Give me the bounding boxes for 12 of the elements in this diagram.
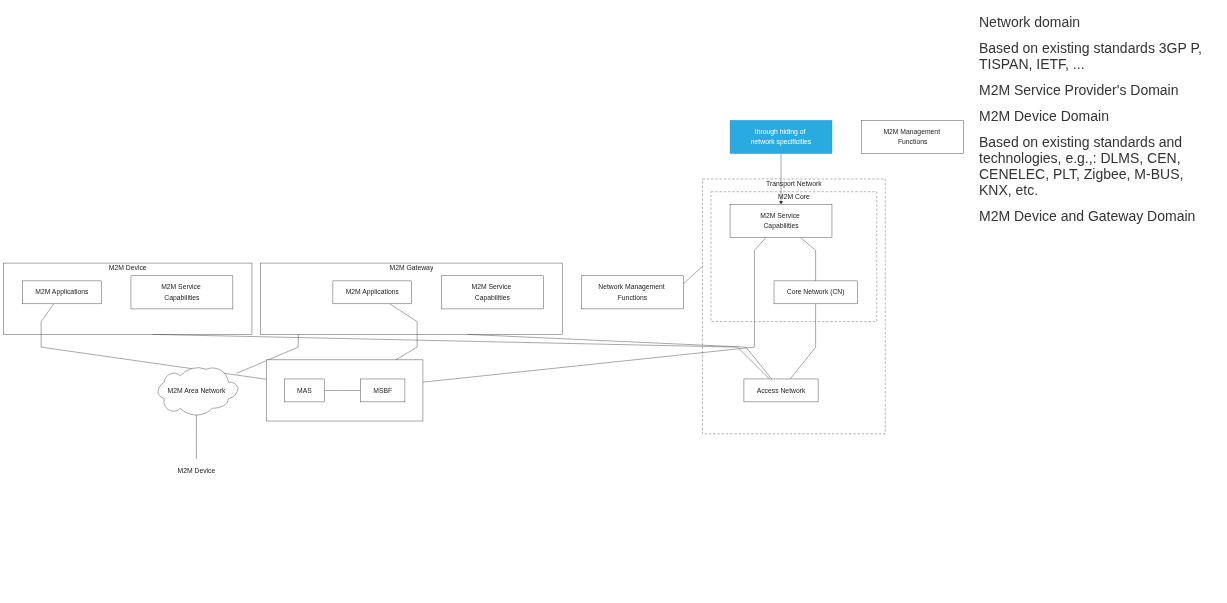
note-text: Based on existing standards 3GP P, TISPAN, IETF, ... bbox=[979, 40, 1203, 72]
note-text: Network domain bbox=[979, 14, 1082, 30]
note-text: M2M Device and Gateway Domain bbox=[979, 208, 1197, 224]
connector bbox=[236, 334, 299, 374]
cluster bbox=[266, 359, 424, 422]
note-text: M2M Device Domain bbox=[979, 108, 1110, 124]
note-text: M2M Service Provider's Domain bbox=[979, 82, 1180, 98]
connector bbox=[422, 237, 767, 383]
connector bbox=[152, 334, 770, 380]
connector bbox=[389, 303, 418, 361]
note-text: Based on existing standards and technologies, e.g.,: DLMS, CEN, CENELEC, PLT, Zigbee, M-BUS, KNX, etc. bbox=[979, 134, 1185, 198]
connector bbox=[467, 334, 772, 380]
